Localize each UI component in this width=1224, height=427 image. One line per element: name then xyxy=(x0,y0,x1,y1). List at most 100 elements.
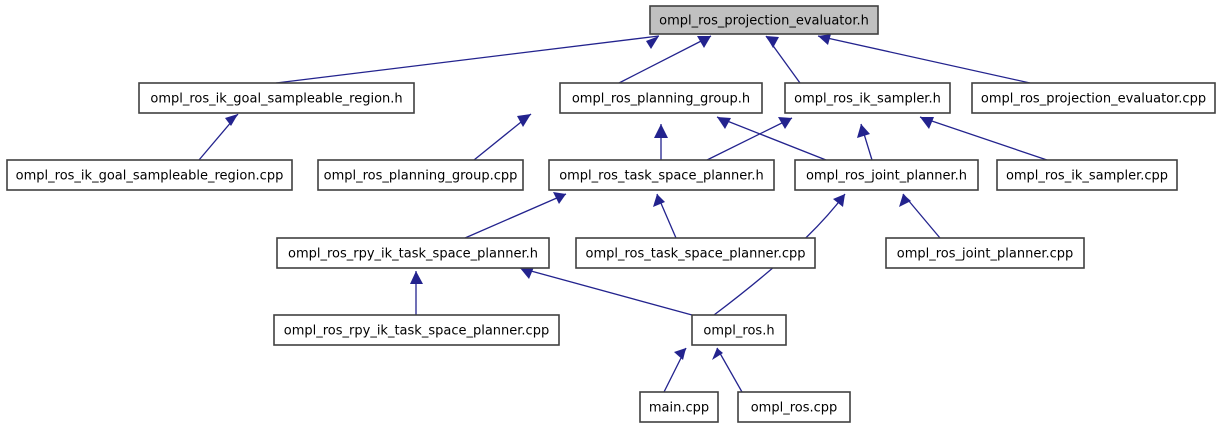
node-box[interactable] xyxy=(6,159,293,191)
edge-n6-to-n2 xyxy=(473,113,532,161)
node-label: ompl_ros_planning_group.h xyxy=(572,92,750,107)
node-label: ompl_ros_task_space_planner.cpp xyxy=(585,247,805,262)
node-label: ompl_ros.cpp xyxy=(751,401,838,416)
node-label: main.cpp xyxy=(649,401,709,416)
graph-node-ompl-ros-ik-goal-sampleable-region-h[interactable]: ompl_ros_ik_goal_sampleable_region.h xyxy=(138,82,415,114)
edge-line xyxy=(618,35,712,84)
node-label: ompl_ros_rpy_ik_task_space_planner.h xyxy=(288,247,538,262)
edge-n11-to-n7 xyxy=(653,193,677,239)
edge-arrowhead xyxy=(899,194,911,207)
edge-line xyxy=(716,116,827,161)
node-label: ompl_ros_joint_planner.h xyxy=(806,169,967,184)
node-label: ompl_ros_ik_sampler.h xyxy=(794,92,941,107)
edge-n7-to-n2 xyxy=(654,124,668,160)
edge-line xyxy=(275,35,660,84)
edge-n3-to-n0 xyxy=(765,35,801,84)
edge-arrowhead xyxy=(697,36,711,48)
edge-line xyxy=(716,347,743,393)
node-box[interactable] xyxy=(138,82,415,114)
edges-layer xyxy=(198,34,1048,393)
edge-n8-to-n3 xyxy=(857,123,873,161)
edge-line xyxy=(706,117,793,161)
graph-node-main-cpp[interactable]: main.cpp xyxy=(639,391,719,423)
node-label: ompl_ros_planning_group.cpp xyxy=(324,169,518,184)
edge-n8-to-n2 xyxy=(716,116,827,161)
edge-arrowhead xyxy=(517,114,531,127)
node-box[interactable] xyxy=(273,314,560,346)
edge-n9-to-n3 xyxy=(919,116,1048,161)
edge-arrowhead xyxy=(766,36,779,48)
edge-arrowhead xyxy=(646,36,659,49)
graph-node-ompl-ros-ik-goal-sampleable-region-cpp[interactable]: ompl_ros_ik_goal_sampleable_region.cpp xyxy=(6,159,293,191)
edge-n15-to-n14 xyxy=(663,347,687,393)
edge-n7-to-n3 xyxy=(706,117,793,161)
node-box[interactable] xyxy=(559,82,763,114)
graph-node-ompl-ros-planning-group-h[interactable]: ompl_ros_planning_group.h xyxy=(559,82,763,114)
graph-node-ompl-ros-ik-sampler-h[interactable]: ompl_ros_ik_sampler.h xyxy=(784,82,951,114)
edge-arrowhead xyxy=(857,124,870,138)
edge-arrowhead xyxy=(712,348,723,360)
edge-arrowhead xyxy=(833,194,845,207)
edge-arrowhead xyxy=(653,194,665,207)
node-box[interactable] xyxy=(971,82,1216,114)
graph-node-ompl-ros-projection-evaluator-h[interactable]: ompl_ros_projection_evaluator.h xyxy=(649,5,879,35)
graph-node-ompl-ros-task-space-planner-cpp[interactable]: ompl_ros_task_space_planner.cpp xyxy=(575,237,816,269)
graph-node-ompl-ros-rpy-ik-task-space-planner-h[interactable]: ompl_ros_rpy_ik_task_space_planner.h xyxy=(276,237,550,269)
graph-node-ompl-ros-projection-evaluator-cpp[interactable]: ompl_ros_projection_evaluator.cpp xyxy=(971,82,1216,114)
node-box[interactable] xyxy=(548,159,775,191)
edge-n12-to-n8 xyxy=(899,193,941,239)
edge-arrowhead xyxy=(778,117,792,129)
node-label: ompl_ros.h xyxy=(703,324,774,339)
edge-arrowhead xyxy=(674,348,686,360)
node-box[interactable] xyxy=(575,237,816,269)
edge-arrowhead xyxy=(410,271,423,284)
node-label: ompl_ros_task_space_planner.h xyxy=(559,169,764,184)
edge-n13-to-n10 xyxy=(410,271,423,315)
edge-line xyxy=(519,267,693,316)
edge-n2-to-n0 xyxy=(618,35,712,84)
edge-arrowhead xyxy=(520,267,534,279)
node-label: ompl_ros_ik_goal_sampleable_region.cpp xyxy=(16,169,284,184)
edge-arrowhead xyxy=(717,117,731,129)
node-label: ompl_ros_ik_sampler.cpp xyxy=(1006,169,1168,184)
node-box[interactable] xyxy=(691,314,787,346)
nodes-layer: ompl_ros_projection_evaluator.h ompl_ros_… xyxy=(6,5,1216,423)
edge-arrowhead xyxy=(654,124,668,138)
node-label: ompl_ros_ik_goal_sampleable_region.h xyxy=(150,92,402,107)
node-box[interactable] xyxy=(737,391,851,423)
node-box[interactable] xyxy=(794,159,979,191)
edge-arrowhead xyxy=(225,114,238,126)
edge-line xyxy=(817,35,1031,84)
graph-node-ompl-ros-joint-planner-h[interactable]: ompl_ros_joint_planner.h xyxy=(794,159,979,191)
node-label: ompl_ros_projection_evaluator.h xyxy=(659,14,869,29)
graph-node-ompl-ros-h[interactable]: ompl_ros.h xyxy=(691,314,787,346)
node-box[interactable] xyxy=(649,5,879,35)
node-box[interactable] xyxy=(996,159,1178,191)
node-box[interactable] xyxy=(639,391,719,423)
graph-node-ompl-ros-task-space-planner-h[interactable]: ompl_ros_task_space_planner.h xyxy=(548,159,775,191)
node-box[interactable] xyxy=(276,237,550,269)
node-box[interactable] xyxy=(784,82,951,114)
edge-n10-to-n7 xyxy=(464,192,567,239)
graph-node-ompl-ros-planning-group-cpp[interactable]: ompl_ros_planning_group.cpp xyxy=(317,159,524,191)
node-label: ompl_ros_projection_evaluator.cpp xyxy=(981,92,1206,107)
edge-n16-to-n14 xyxy=(712,347,743,393)
edge-arrowhead xyxy=(553,192,566,204)
node-box[interactable] xyxy=(885,237,1085,269)
edge-line xyxy=(919,116,1048,161)
edge-n4-to-n0 xyxy=(817,34,1031,84)
graph-node-ompl-ros-joint-planner-cpp[interactable]: ompl_ros_joint_planner.cpp xyxy=(885,237,1085,269)
node-label: ompl_ros_rpy_ik_task_space_planner.cpp xyxy=(284,324,549,339)
node-label: ompl_ros_joint_planner.cpp xyxy=(897,247,1074,262)
graph-node-ompl-ros-ik-sampler-cpp[interactable]: ompl_ros_ik_sampler.cpp xyxy=(996,159,1178,191)
edge-line xyxy=(464,193,567,239)
edge-n14-to-n10 xyxy=(519,267,693,316)
edge-n1-to-n0 xyxy=(275,35,660,84)
graph-node-ompl-ros-rpy-ik-task-space-planner-cpp[interactable]: ompl_ros_rpy_ik_task_space_planner.cpp xyxy=(273,314,560,346)
graph-node-ompl-ros-cpp[interactable]: ompl_ros.cpp xyxy=(737,391,851,423)
node-box[interactable] xyxy=(317,159,524,191)
edge-n5-to-n1 xyxy=(198,113,239,161)
edge-arrowhead xyxy=(920,117,934,129)
